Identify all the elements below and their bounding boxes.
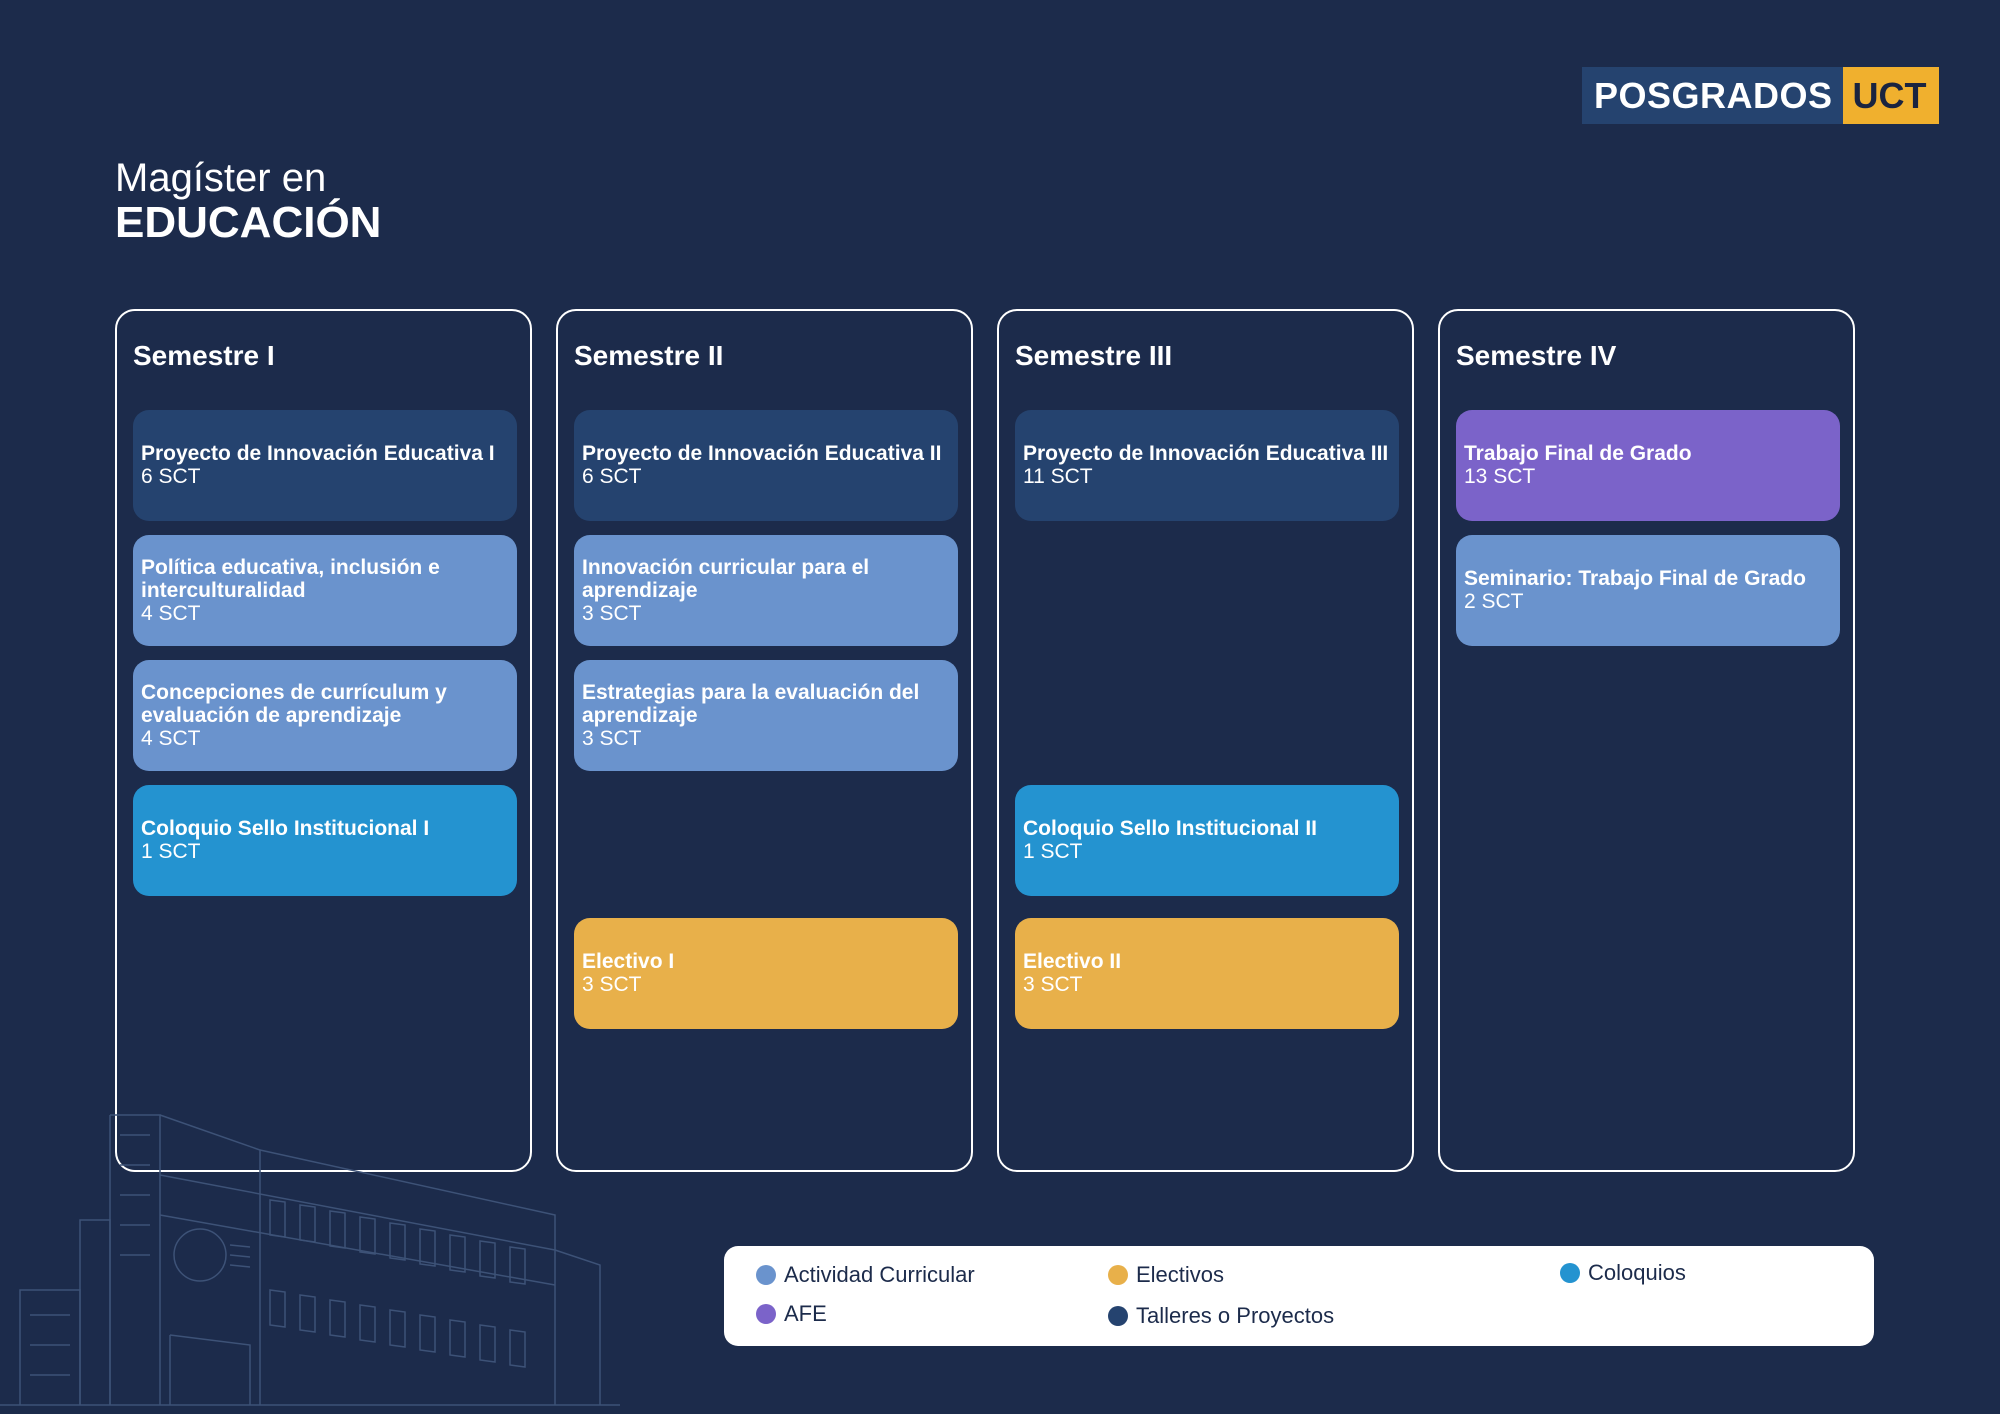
semester-column-3: Semestre III Proyecto de Innovación Educ… bbox=[997, 309, 1414, 1172]
legend-item: Electivos bbox=[1108, 1262, 1224, 1288]
course-card: Innovación curricular para el aprendizaj… bbox=[574, 535, 958, 646]
course-card: Electivo II 3 SCT bbox=[1015, 918, 1399, 1029]
course-name: Política educativa, inclusión e intercul… bbox=[141, 555, 440, 602]
course-card: Coloquio Sello Institucional II 1 SCT bbox=[1015, 785, 1399, 896]
course-card: Concepciones de currículum y evaluación … bbox=[133, 660, 517, 771]
legend-item: Talleres o Proyectos bbox=[1108, 1303, 1334, 1329]
course-credits: 1 SCT bbox=[141, 840, 201, 863]
course-card: Proyecto de Innovación Educativa III 11 … bbox=[1015, 410, 1399, 521]
course-name: Concepciones de currículum y evaluación … bbox=[141, 680, 447, 727]
logo-text-uct: UCT bbox=[1842, 67, 1939, 124]
course-credits: 3 SCT bbox=[1023, 973, 1083, 996]
course-credits: 3 SCT bbox=[582, 601, 642, 625]
course-name: Proyecto de Innovación Educativa III bbox=[1023, 442, 1389, 465]
course-card: Proyecto de Innovación Educativa II 6 SC… bbox=[574, 410, 958, 521]
legend-dot-electivos bbox=[1108, 1265, 1128, 1285]
page-subtitle: Magíster en bbox=[115, 156, 327, 200]
course-credits: 3 SCT bbox=[582, 973, 642, 996]
legend: Actividad Curricular Electivos Coloquios… bbox=[724, 1246, 1874, 1346]
course-name: Coloquio Sello Institucional I bbox=[141, 817, 430, 840]
semester-column-1: Semestre I Proyecto de Innovación Educat… bbox=[115, 309, 532, 1172]
legend-label: AFE bbox=[784, 1301, 827, 1326]
course-name: Electivo I bbox=[582, 950, 675, 973]
course-card: Electivo I 3 SCT bbox=[574, 918, 958, 1029]
course-card: Trabajo Final de Grado 13 SCT bbox=[1456, 410, 1840, 521]
course-name: Proyecto de Innovación Educativa I bbox=[141, 442, 495, 465]
course-credits: 13 SCT bbox=[1464, 465, 1536, 488]
legend-label: Coloquios bbox=[1588, 1260, 1686, 1285]
legend-dot-afe bbox=[756, 1304, 776, 1324]
legend-label: Actividad Curricular bbox=[784, 1262, 975, 1287]
legend-dot-coloquios bbox=[1560, 1263, 1580, 1283]
course-card: Estrategias para la evaluación del apren… bbox=[574, 660, 958, 771]
semester-column-4: Semestre IV Trabajo Final de Grado 13 SC… bbox=[1438, 309, 1855, 1172]
legend-item: Coloquios bbox=[1560, 1260, 1686, 1286]
course-card: Proyecto de Innovación Educativa I 6 SCT bbox=[133, 410, 517, 521]
course-name: Proyecto de Innovación Educativa II bbox=[582, 442, 942, 465]
course-name: Trabajo Final de Grado bbox=[1464, 442, 1692, 465]
semester-title: Semestre IV bbox=[1456, 340, 1617, 371]
building-illustration bbox=[0, 1114, 620, 1406]
course-credits: 1 SCT bbox=[1023, 840, 1083, 863]
course-credits: 11 SCT bbox=[1023, 465, 1093, 488]
logo-text-posgrados: POSGRADOS bbox=[1582, 67, 1843, 124]
legend-dot-talleres-proyectos bbox=[1108, 1306, 1128, 1326]
semester-title: Semestre II bbox=[574, 340, 724, 371]
course-name: Estrategias para la evaluación del apren… bbox=[582, 680, 920, 727]
course-name: Electivo II bbox=[1023, 950, 1122, 973]
legend-item: AFE bbox=[756, 1301, 827, 1327]
legend-dot-actividad-curricular bbox=[756, 1265, 776, 1285]
legend-label: Electivos bbox=[1136, 1262, 1225, 1287]
course-credits: 6 SCT bbox=[141, 465, 201, 488]
legend-item: Actividad Curricular bbox=[756, 1262, 975, 1288]
course-name: Seminario: Trabajo Final de Grado bbox=[1464, 567, 1806, 590]
course-name: Coloquio Sello Institucional II bbox=[1023, 817, 1317, 840]
course-card: Coloquio Sello Institucional I 1 SCT bbox=[133, 785, 517, 896]
course-card: Política educativa, inclusión e intercul… bbox=[133, 535, 517, 646]
course-card: Seminario: Trabajo Final de Grado 2 SCT bbox=[1456, 535, 1840, 646]
course-credits: 2 SCT bbox=[1464, 590, 1524, 613]
semester-title: Semestre I bbox=[133, 340, 275, 371]
page-title: EDUCACIÓN bbox=[115, 198, 382, 247]
semester-column-2: Semestre II Proyecto de Innovación Educa… bbox=[556, 309, 973, 1172]
semester-title: Semestre III bbox=[1015, 340, 1173, 371]
course-credits: 4 SCT bbox=[141, 601, 201, 625]
course-credits: 6 SCT bbox=[582, 465, 642, 488]
course-credits: 4 SCT bbox=[141, 726, 201, 750]
legend-label: Talleres o Proyectos bbox=[1136, 1303, 1335, 1328]
posgrados-uct-logo: POSGRADOS UCT bbox=[1582, 67, 1939, 124]
course-credits: 3 SCT bbox=[582, 726, 642, 750]
course-name: Innovación curricular para el aprendizaj… bbox=[582, 555, 870, 602]
